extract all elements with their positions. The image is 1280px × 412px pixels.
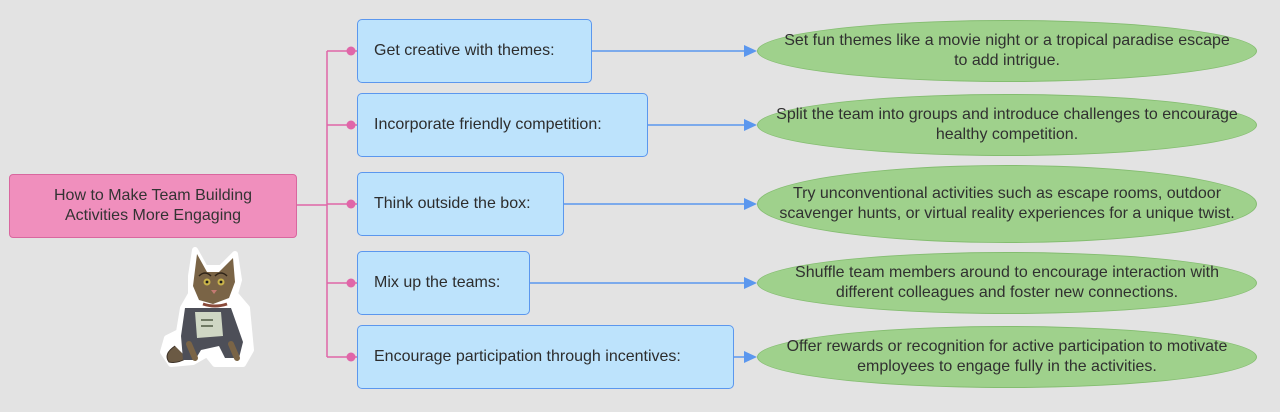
detail-text: Try unconventional activities such as es… [779, 185, 1235, 222]
arrow-head-4 [744, 351, 757, 363]
detail-node-outside-box[interactable]: Try unconventional activities such as es… [757, 165, 1257, 243]
detail-arrows [529, 45, 757, 363]
root-label: How to Make Team Building Activities Mor… [53, 187, 253, 224]
topic-node-mix-teams[interactable]: Mix up the teams: [357, 251, 530, 315]
detail-node-mix-teams[interactable]: Shuffle team members around to encourage… [757, 252, 1257, 314]
topic-label: Incorporate friendly competition: [374, 116, 602, 133]
branch-dot-1 [346, 120, 356, 130]
root-connectors [297, 50, 357, 358]
topic-node-themes[interactable]: Get creative with themes: [357, 19, 592, 83]
branch-dot-4 [346, 352, 356, 362]
branch-dots [346, 46, 356, 362]
branch-dot-0 [346, 46, 356, 56]
branch-dot-3 [346, 278, 356, 288]
cat-sticker-icon [160, 247, 254, 367]
detail-text: Shuffle team members around to encourage… [795, 264, 1219, 301]
branch-dot-2 [346, 199, 356, 209]
arrow-head-1 [744, 119, 757, 131]
topic-label: Get creative with themes: [374, 42, 555, 59]
topic-node-incentives[interactable]: Encourage participation through incentiv… [357, 325, 734, 389]
arrow-head-0 [744, 45, 757, 57]
detail-text: Split the team into groups and introduce… [776, 106, 1238, 143]
detail-node-competition[interactable]: Split the team into groups and introduce… [757, 94, 1257, 156]
arrow-head-2 [744, 198, 757, 210]
topic-label: Encourage participation through incentiv… [374, 348, 681, 365]
detail-node-themes[interactable]: Set fun themes like a movie night or a t… [757, 20, 1257, 82]
arrow-head-3 [744, 277, 757, 289]
topic-node-competition[interactable]: Incorporate friendly competition: [357, 93, 648, 157]
detail-node-incentives[interactable]: Offer rewards or recognition for active … [757, 326, 1257, 388]
detail-text: Set fun themes like a movie night or a t… [784, 32, 1230, 69]
detail-text: Offer rewards or recognition for active … [786, 338, 1228, 375]
topic-label: Think outside the box: [374, 195, 531, 212]
topic-node-outside-box[interactable]: Think outside the box: [357, 172, 564, 236]
root-node[interactable]: How to Make Team Building Activities Mor… [9, 174, 297, 238]
topic-label: Mix up the teams: [374, 274, 501, 291]
